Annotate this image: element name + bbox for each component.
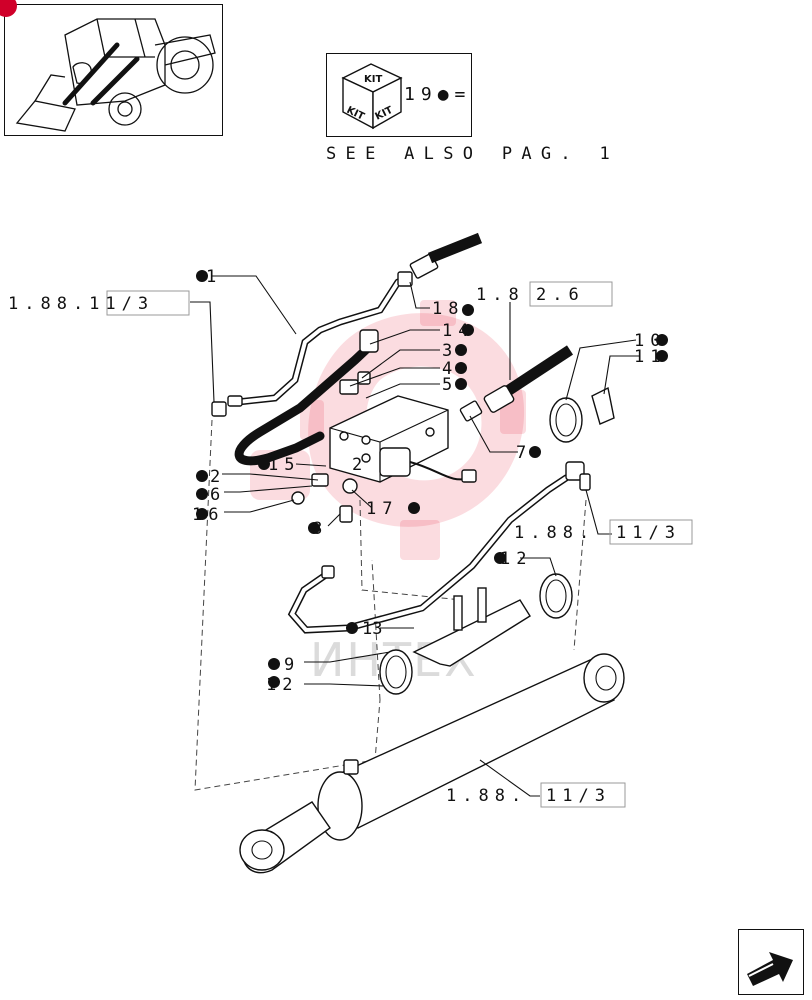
washer-16 [291, 491, 305, 505]
callout-4: 4 [442, 359, 452, 379]
callout-2-center: 2 [352, 455, 362, 475]
fitting-3 [357, 371, 371, 385]
ref-bottom-boxed[interactable]: 11/3 [546, 786, 611, 806]
kit-number: 19●= [404, 84, 471, 105]
next-page-button[interactable] [738, 929, 804, 995]
callout-1: 1 [206, 267, 216, 287]
callout-5: 5 [442, 375, 452, 395]
callout-6: 6 [210, 485, 220, 505]
pipe-lower [287, 461, 591, 634]
ref-top-boxed[interactable]: 2.6 [536, 285, 585, 305]
backhoe-tractor-icon [15, 18, 216, 132]
callout-9: 9 [284, 655, 294, 675]
plug-8 [339, 505, 353, 523]
kit-box-icon: KIT KIT KIT [341, 63, 403, 130]
callout-14: 14 [442, 321, 474, 341]
hydraulic-cylinder [239, 653, 625, 874]
callout-12-right: 12 [500, 549, 532, 569]
hose-loop [234, 329, 379, 466]
ref-top-box [529, 281, 613, 307]
callout-11: 11 [634, 347, 666, 367]
callout-10: 10 [634, 331, 666, 351]
leader-lines [190, 275, 640, 797]
hose-clamp-12a [539, 573, 573, 619]
valve-block [329, 395, 477, 483]
see-also-note: SEE ALSO PAG. 1 [326, 144, 620, 164]
hose-right [459, 345, 574, 422]
ref-right-boxed[interactable]: 11/3 [616, 523, 681, 543]
callout-7-right: 7 [516, 443, 526, 463]
callout-2-left: 2 [210, 467, 220, 487]
kit-bullet-icon: ●= [437, 84, 472, 105]
ref-right-box [609, 519, 693, 545]
ref-left[interactable]: 1.88.11/3 [8, 294, 154, 314]
hose-clamp-12b [379, 649, 413, 695]
callout-17: 17 [366, 499, 398, 519]
callout-18: 18 [432, 299, 464, 319]
callouts: 1 18 14 3 4 5 10 11 7 15 2 2 6 16 8 17 1… [192, 267, 668, 695]
ref-top-prefix: 1.8 [476, 285, 525, 305]
callout-16: 16 [192, 505, 224, 525]
kit-box: KIT KIT KIT [326, 53, 472, 137]
washer-17 [342, 478, 358, 494]
fitting-4 [339, 379, 359, 395]
ref-bottom-prefix: 1.88. [446, 786, 527, 806]
kit-top-label: KIT [364, 74, 382, 85]
ref-right-prefix: 1.88. [514, 523, 595, 543]
fitting-left [211, 401, 227, 417]
hose-clamp-10 [549, 397, 583, 443]
callout-12-left: 12 [266, 675, 298, 695]
bracket-13 [412, 587, 531, 667]
clip-11 [591, 386, 615, 425]
callout-8: 8 [312, 519, 322, 539]
pipe-upper [227, 232, 483, 407]
callout-15: 15 [268, 455, 300, 475]
ref-bottom-box [540, 782, 626, 808]
corner-badge [0, 0, 17, 17]
ref-left-box [106, 290, 190, 316]
kit-number-text: 19 [404, 84, 438, 105]
next-page-arrow-icon [747, 952, 793, 986]
machine-thumbnail [0, 0, 223, 136]
callout-3: 3 [442, 341, 452, 361]
callout-13: 13 [362, 619, 382, 639]
